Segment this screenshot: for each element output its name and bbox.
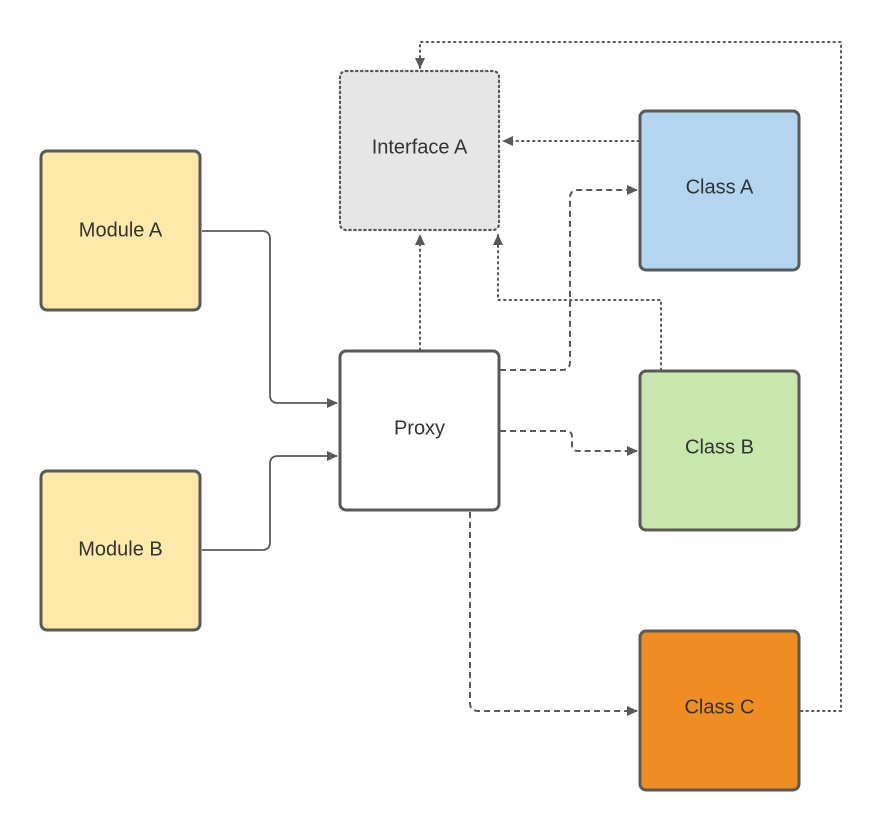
module-b-box <box>39 469 202 632</box>
interface-a-box <box>338 69 501 232</box>
class-b-box <box>638 369 801 532</box>
module-b-label: Module B <box>78 538 163 560</box>
node-interface-a[interactable]: Interface A <box>338 69 501 232</box>
class-a-label: Class A <box>686 176 754 198</box>
interface-a-label: Interface A <box>372 136 468 158</box>
edge-module-b-to-proxy <box>202 451 338 551</box>
proxy-box <box>338 349 501 512</box>
edge-proxy-to-class-c <box>469 512 638 716</box>
connectors <box>202 41 842 716</box>
module-a-box <box>39 149 202 312</box>
node-class-a[interactable]: Class A <box>638 109 801 272</box>
edge-class-b-to-interface-a <box>493 234 662 371</box>
edge-proxy-to-class-b <box>500 430 638 456</box>
class-b-label: Class B <box>685 436 754 458</box>
class-c-label: Class C <box>684 696 754 718</box>
node-class-b[interactable]: Class B <box>638 369 801 532</box>
class-a-box <box>638 109 801 272</box>
proxy-label: Proxy <box>394 417 445 439</box>
node-proxy[interactable]: Proxy <box>338 349 501 512</box>
module-a-label: Module A <box>79 219 163 241</box>
node-module-a[interactable]: Module A <box>39 149 202 312</box>
node-class-c[interactable]: Class C <box>638 629 801 792</box>
edge-module-a-to-proxy <box>202 230 338 408</box>
edge-class-c-to-interface-a <box>415 41 842 712</box>
node-module-b[interactable]: Module B <box>39 469 202 632</box>
edge-proxy-to-class-a <box>500 185 638 371</box>
class-c-box <box>638 629 801 792</box>
